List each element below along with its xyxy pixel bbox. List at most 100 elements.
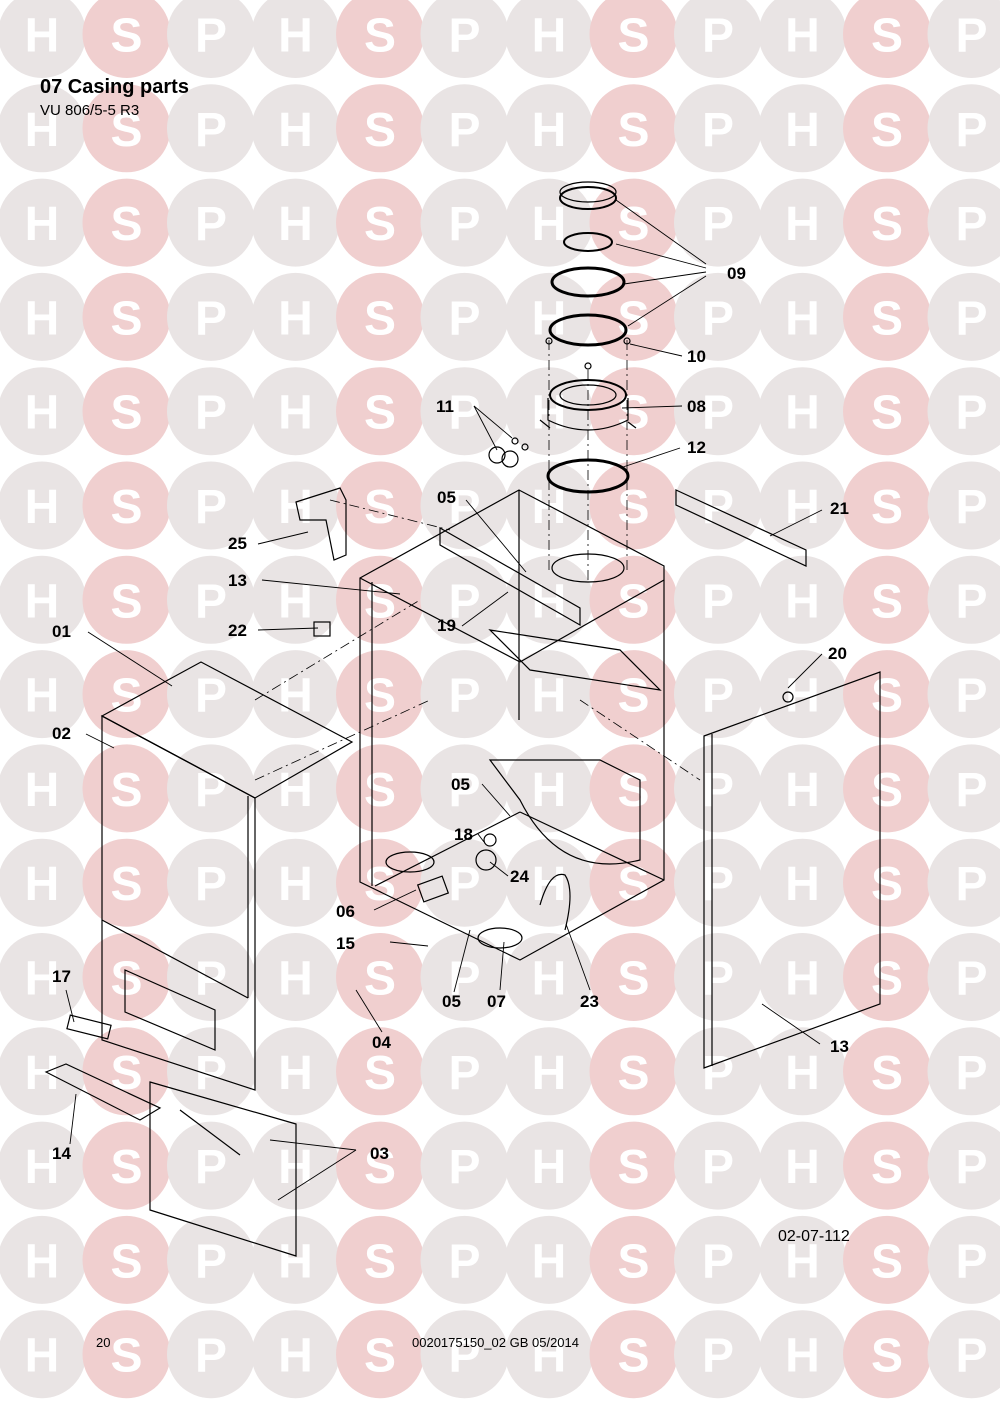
watermark-letter: P [702,1141,734,1194]
watermark-badge: S [336,838,424,927]
watermark-letter: P [702,858,734,911]
watermark-letter: P [702,764,734,817]
watermark-badge: P [167,272,255,361]
watermark-badge: H [758,1215,847,1304]
watermark-badge: H [505,933,593,1021]
watermark-badge: H [0,367,86,456]
watermark-circle [927,650,1000,739]
watermark-circle [336,272,424,361]
watermark-badge: S [82,272,171,361]
callout-19: 19 [437,616,456,635]
watermark-circle [589,461,678,550]
watermark-letter: S [364,1330,396,1383]
callout-12: 12 [687,438,706,457]
callout-18: 18 [454,825,473,844]
watermark-badge: S [843,1027,931,1116]
watermark-circle [927,1215,1000,1304]
watermark-circle [251,461,340,550]
watermark-badge: H [0,744,86,833]
watermark-circle [167,1310,255,1399]
watermark-letter: P [448,1047,480,1100]
watermark-circle [758,555,847,644]
watermark-badge: P [167,178,255,267]
watermark-badge: S [82,1121,171,1210]
watermark-circle [674,272,762,361]
watermark-circle [251,1027,340,1116]
callout-05-bottom: 05 [442,992,461,1011]
watermark-badge: S [843,0,931,78]
watermark-badge: S [82,1310,171,1399]
watermark-badge: P [420,933,509,1021]
callout-01: 01 [52,622,71,641]
watermark-circle [82,555,171,644]
watermark-letter: S [617,1330,649,1383]
watermark-circle [843,178,931,267]
watermark-circle [420,178,509,267]
callout-10: 10 [687,347,706,366]
watermark-circle [589,84,678,173]
watermark-circle [336,933,424,1021]
watermark-letter: S [617,953,649,1006]
watermark-letter: S [617,387,649,440]
watermark-badge: P [420,178,509,267]
watermark-letter: P [955,1141,987,1194]
watermark-circle [0,1027,86,1116]
watermark-circle [0,555,86,644]
leader-lines [65,199,823,1201]
watermark-circle [927,461,1000,550]
watermark-letter: H [25,953,60,1006]
watermark-circle [758,178,847,267]
watermark-badge: S [589,0,678,78]
watermark-circle [843,461,931,550]
watermark-letter: H [278,292,313,345]
watermark-letter: H [25,104,60,157]
watermark-badge: H [251,650,340,739]
watermark-badge: P [927,84,1000,173]
watermark-circle [420,367,509,456]
watermark-letter: S [110,387,142,440]
watermark-badge: H [251,84,340,173]
watermark-letter: H [532,858,567,911]
watermark-circle [420,1027,509,1116]
watermark-letter: S [110,670,142,723]
watermark-circle [82,838,171,927]
watermark-letter: S [617,10,649,63]
watermark-letter: S [617,1047,649,1100]
screw-20 [782,691,794,703]
watermark-badge: H [0,933,86,1021]
watermark-letter: S [110,1330,142,1383]
watermark-letter: H [25,292,60,345]
watermark-badge: S [336,744,424,833]
watermark-letter: S [871,292,903,345]
watermark-circle [0,367,86,456]
watermark-badge: S [843,1215,931,1304]
clip-22 [313,621,331,637]
watermark-letter: H [532,953,567,1006]
watermark-badge: S [82,1215,171,1304]
watermark-circle [758,84,847,173]
watermark-letter: S [110,764,142,817]
callout-11: 11 [436,397,454,416]
watermark-letter: S [364,387,396,440]
watermark-letter: P [702,198,734,251]
watermark-letter: P [702,1330,734,1383]
watermark-letter: S [110,1047,142,1100]
watermark-circle [336,1121,424,1210]
watermark-letter: H [278,104,313,157]
watermark-badge: H [251,933,340,1021]
watermark-badge: P [167,84,255,173]
watermark-circle [589,650,678,739]
watermark-letter: P [448,1235,480,1288]
watermark-badge: S [82,178,171,267]
watermark-circle [505,933,593,1021]
watermark-badge: P [167,1121,255,1210]
watermark-letter: P [955,387,987,440]
watermark-circle [420,0,509,78]
watermark-circle [0,838,86,927]
watermark-badge: P [420,461,509,550]
watermark-badge: P [420,367,509,456]
watermark-badge: S [336,0,424,78]
watermark-letter: S [110,858,142,911]
model-subtitle: VU 806/5-5 R3 [40,102,140,119]
